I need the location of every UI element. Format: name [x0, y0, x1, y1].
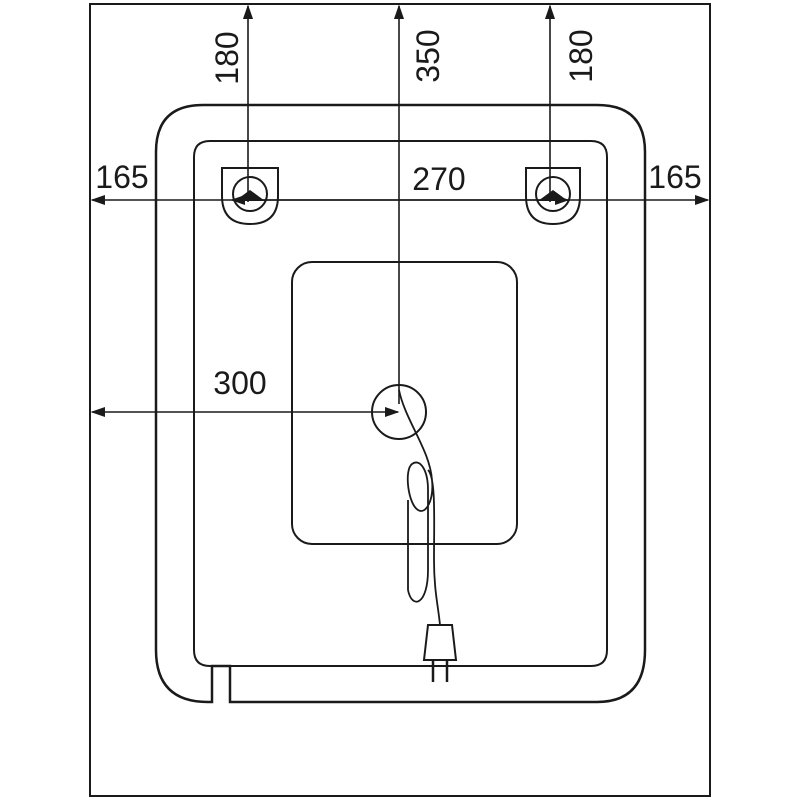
- dim-label-center-left: 300: [213, 365, 266, 401]
- dim-label-top-center: 350: [410, 29, 446, 82]
- mount-bracket-right: [525, 167, 581, 226]
- drawing-border: [89, 3, 711, 797]
- dim-label-top-left: 180: [209, 31, 245, 84]
- mirror-outer-outline: [154, 103, 647, 704]
- dim-label-top-right: 180: [563, 29, 599, 82]
- dim-label-side-left: 165: [95, 159, 148, 195]
- power-plug: [422, 624, 458, 682]
- mount-bracket-left: [221, 167, 279, 226]
- mirror-inner-outline: [193, 140, 608, 667]
- dim-label-middle: 270: [412, 161, 465, 197]
- power-cable: [398, 389, 441, 626]
- dim-label-side-right: 165: [648, 159, 701, 195]
- center-panel: [291, 261, 518, 545]
